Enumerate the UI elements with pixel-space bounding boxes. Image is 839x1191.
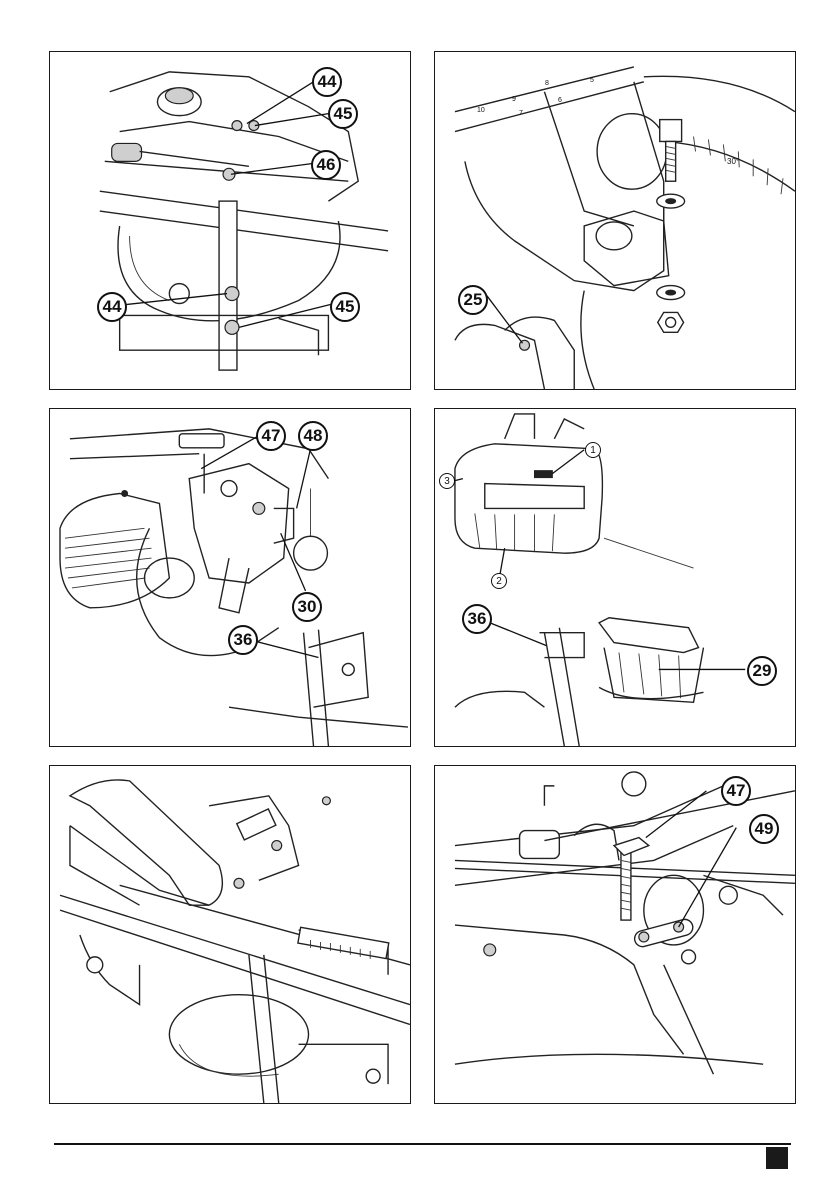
- callout-29: 29: [747, 656, 777, 686]
- figure-e: [49, 765, 411, 1104]
- callout-44-lower: 44: [97, 292, 127, 322]
- clamp-icon: [599, 618, 698, 653]
- callout-3: 3: [439, 473, 455, 489]
- callout-47: 47: [256, 421, 286, 451]
- fence-bar: [219, 201, 237, 370]
- callout-25: 25: [458, 285, 488, 315]
- saw-head-illustration: [50, 52, 410, 389]
- callout-45-lower: 45: [330, 292, 360, 322]
- callout-44: 44: [312, 67, 342, 97]
- depth-stop-illustration: [50, 409, 410, 746]
- callout-47-f: 47: [721, 776, 751, 806]
- bevel-stop-illustration: [435, 766, 795, 1103]
- callout-2: 2: [491, 573, 507, 589]
- angle-label: 30°: [727, 157, 739, 166]
- figure-a: 44 45 46 44 45: [49, 51, 411, 390]
- scale-label: 9: [512, 96, 516, 103]
- mitre-table-illustration: [435, 52, 795, 389]
- logo-disc: [597, 114, 667, 190]
- saw-blade-icon: [169, 284, 189, 304]
- callout-48: 48: [298, 421, 328, 451]
- scale-label: 8: [545, 80, 549, 87]
- magnify-circle: [294, 536, 328, 570]
- callout-36: 36: [228, 625, 258, 655]
- scale-label: 10: [477, 107, 485, 114]
- figure-f: 47 49: [434, 765, 796, 1104]
- figure-b: 10 9 8 7 6 5 30° 25: [434, 51, 796, 390]
- switch-icon: [534, 471, 552, 478]
- callout-45: 45: [328, 99, 358, 129]
- laser-unit-illustration: [435, 409, 795, 746]
- footer-rule: [54, 1143, 791, 1145]
- callout-46: 46: [311, 150, 341, 180]
- figure-c: 47 48 30 36: [49, 408, 411, 747]
- scale-label: 5: [590, 77, 594, 84]
- dust-chute-illustration: [50, 766, 410, 1103]
- handle-icon: [112, 143, 142, 161]
- bolt-icon: [660, 120, 682, 142]
- callout-30: 30: [292, 592, 322, 622]
- scale-label: 7: [519, 110, 523, 117]
- callout-1: 1: [585, 442, 601, 458]
- callout-36-d: 36: [462, 604, 492, 634]
- scale-label: 6: [558, 97, 562, 104]
- callout-49: 49: [749, 814, 779, 844]
- figure-d: 1 3 2 36 29: [434, 408, 796, 747]
- page-marker: [766, 1147, 788, 1169]
